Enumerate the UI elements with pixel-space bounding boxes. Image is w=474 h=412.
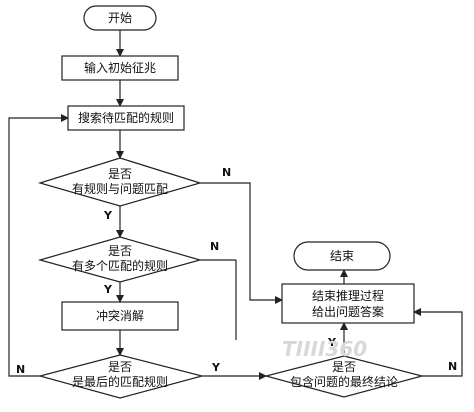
- conflict-process: [61, 301, 179, 331]
- d2-label-line2: 有多个匹配的规则: [72, 258, 168, 273]
- end-terminal: [293, 241, 391, 271]
- d4-yes-label: Y: [327, 336, 337, 349]
- d1-label-line2: 有规则与问题匹配: [72, 181, 168, 196]
- end-reason-label-line1: 结束推理过程: [312, 288, 384, 303]
- search-process: [67, 105, 185, 131]
- d4-label-line1: 是否: [332, 360, 356, 374]
- end-label: 结束: [330, 249, 354, 263]
- d4-no-label: N: [448, 360, 457, 373]
- end-reason-label-line2: 给出问题答案: [312, 304, 384, 319]
- d1-yes-label: Y: [103, 209, 113, 222]
- d2-no-label: N: [210, 240, 219, 253]
- end-reasoning-process: [281, 283, 415, 324]
- start-label: 开始: [108, 11, 132, 25]
- d2-yes-label: Y: [103, 283, 113, 296]
- d1-label-line1: 是否: [108, 167, 132, 181]
- d3-yes-label: Y: [211, 361, 221, 374]
- edge-d4-no: [413, 308, 463, 377]
- search-label: 搜索待匹配的规则: [78, 110, 174, 125]
- d3-label-line1: 是否: [108, 360, 132, 374]
- d4-label-line2: 包含问题的最终结论: [290, 374, 398, 389]
- d3-no-label: N: [16, 363, 25, 376]
- watermark-logo: TIIII360: [282, 337, 367, 361]
- conflict-label: 冲突消解: [96, 308, 144, 323]
- decision-last-rule: [37, 354, 205, 399]
- edge-d1-no: [200, 182, 283, 304]
- decision-final-conclusion: [263, 355, 425, 398]
- input-process: [61, 55, 179, 81]
- d2-label-line1: 是否: [108, 244, 132, 258]
- start-terminal: [83, 5, 157, 31]
- d1-no-label: N: [222, 166, 231, 179]
- d3-label-line2: 是最后的匹配规则: [72, 374, 168, 389]
- input-label: 输入初始征兆: [84, 60, 156, 75]
- decision-multiple-rules: [37, 236, 203, 283]
- decision-rule-match: [37, 157, 203, 207]
- edge-d3-loop: [8, 114, 69, 377]
